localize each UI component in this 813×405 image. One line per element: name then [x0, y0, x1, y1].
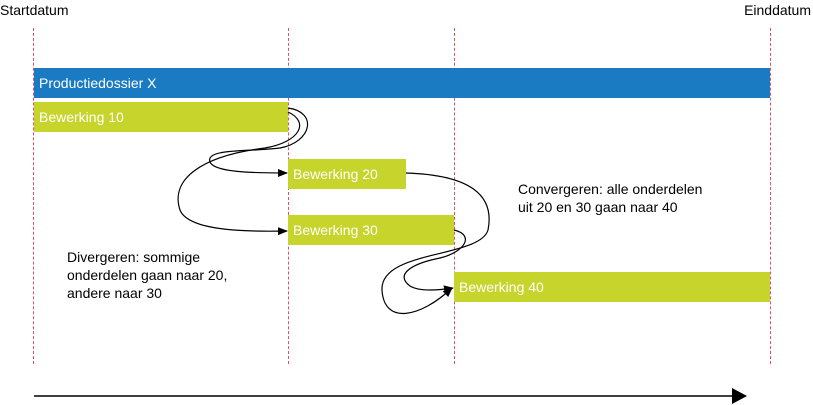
start-date-label: Startdatum: [0, 2, 69, 18]
diverge-note: Divergeren: sommige onderdelen gaan naar…: [67, 248, 227, 302]
time-axis-arrowhead: [732, 388, 747, 404]
flow-arrow-10-to-30: [177, 111, 301, 236]
converge-note: Convergeren: alle onderdelen uit 20 en 3…: [518, 180, 702, 216]
gridline-end: [770, 28, 771, 364]
operation-30-bar: Bewerking 30: [288, 215, 454, 245]
diverge-note-line: onderdelen gaan naar 20,: [67, 267, 228, 283]
production-dossier-bar: Productiedossier X: [34, 68, 770, 98]
operation-20-bar: Bewerking 20: [288, 159, 406, 189]
diverge-note-line: Divergeren: sommige: [67, 249, 201, 265]
converge-note-line: uit 20 en 30 gaan naar 40: [518, 199, 678, 215]
flow-arrow-20-to-40: [381, 172, 490, 315]
flow-arrow-10-to-20: [209, 107, 308, 177]
flow-arrow-30-to-40: [403, 229, 466, 294]
gridline-op40: [454, 28, 455, 364]
gridline-start: [33, 28, 34, 364]
operation-10-bar: Bewerking 10: [34, 102, 288, 132]
gridline-op20: [288, 28, 289, 364]
converge-note-line: Convergeren: alle onderdelen: [518, 181, 703, 197]
diverge-note-line: andere naar 30: [67, 285, 162, 301]
operation-40-bar: Bewerking 40: [454, 272, 770, 302]
end-date-label: Einddatum: [744, 2, 811, 18]
